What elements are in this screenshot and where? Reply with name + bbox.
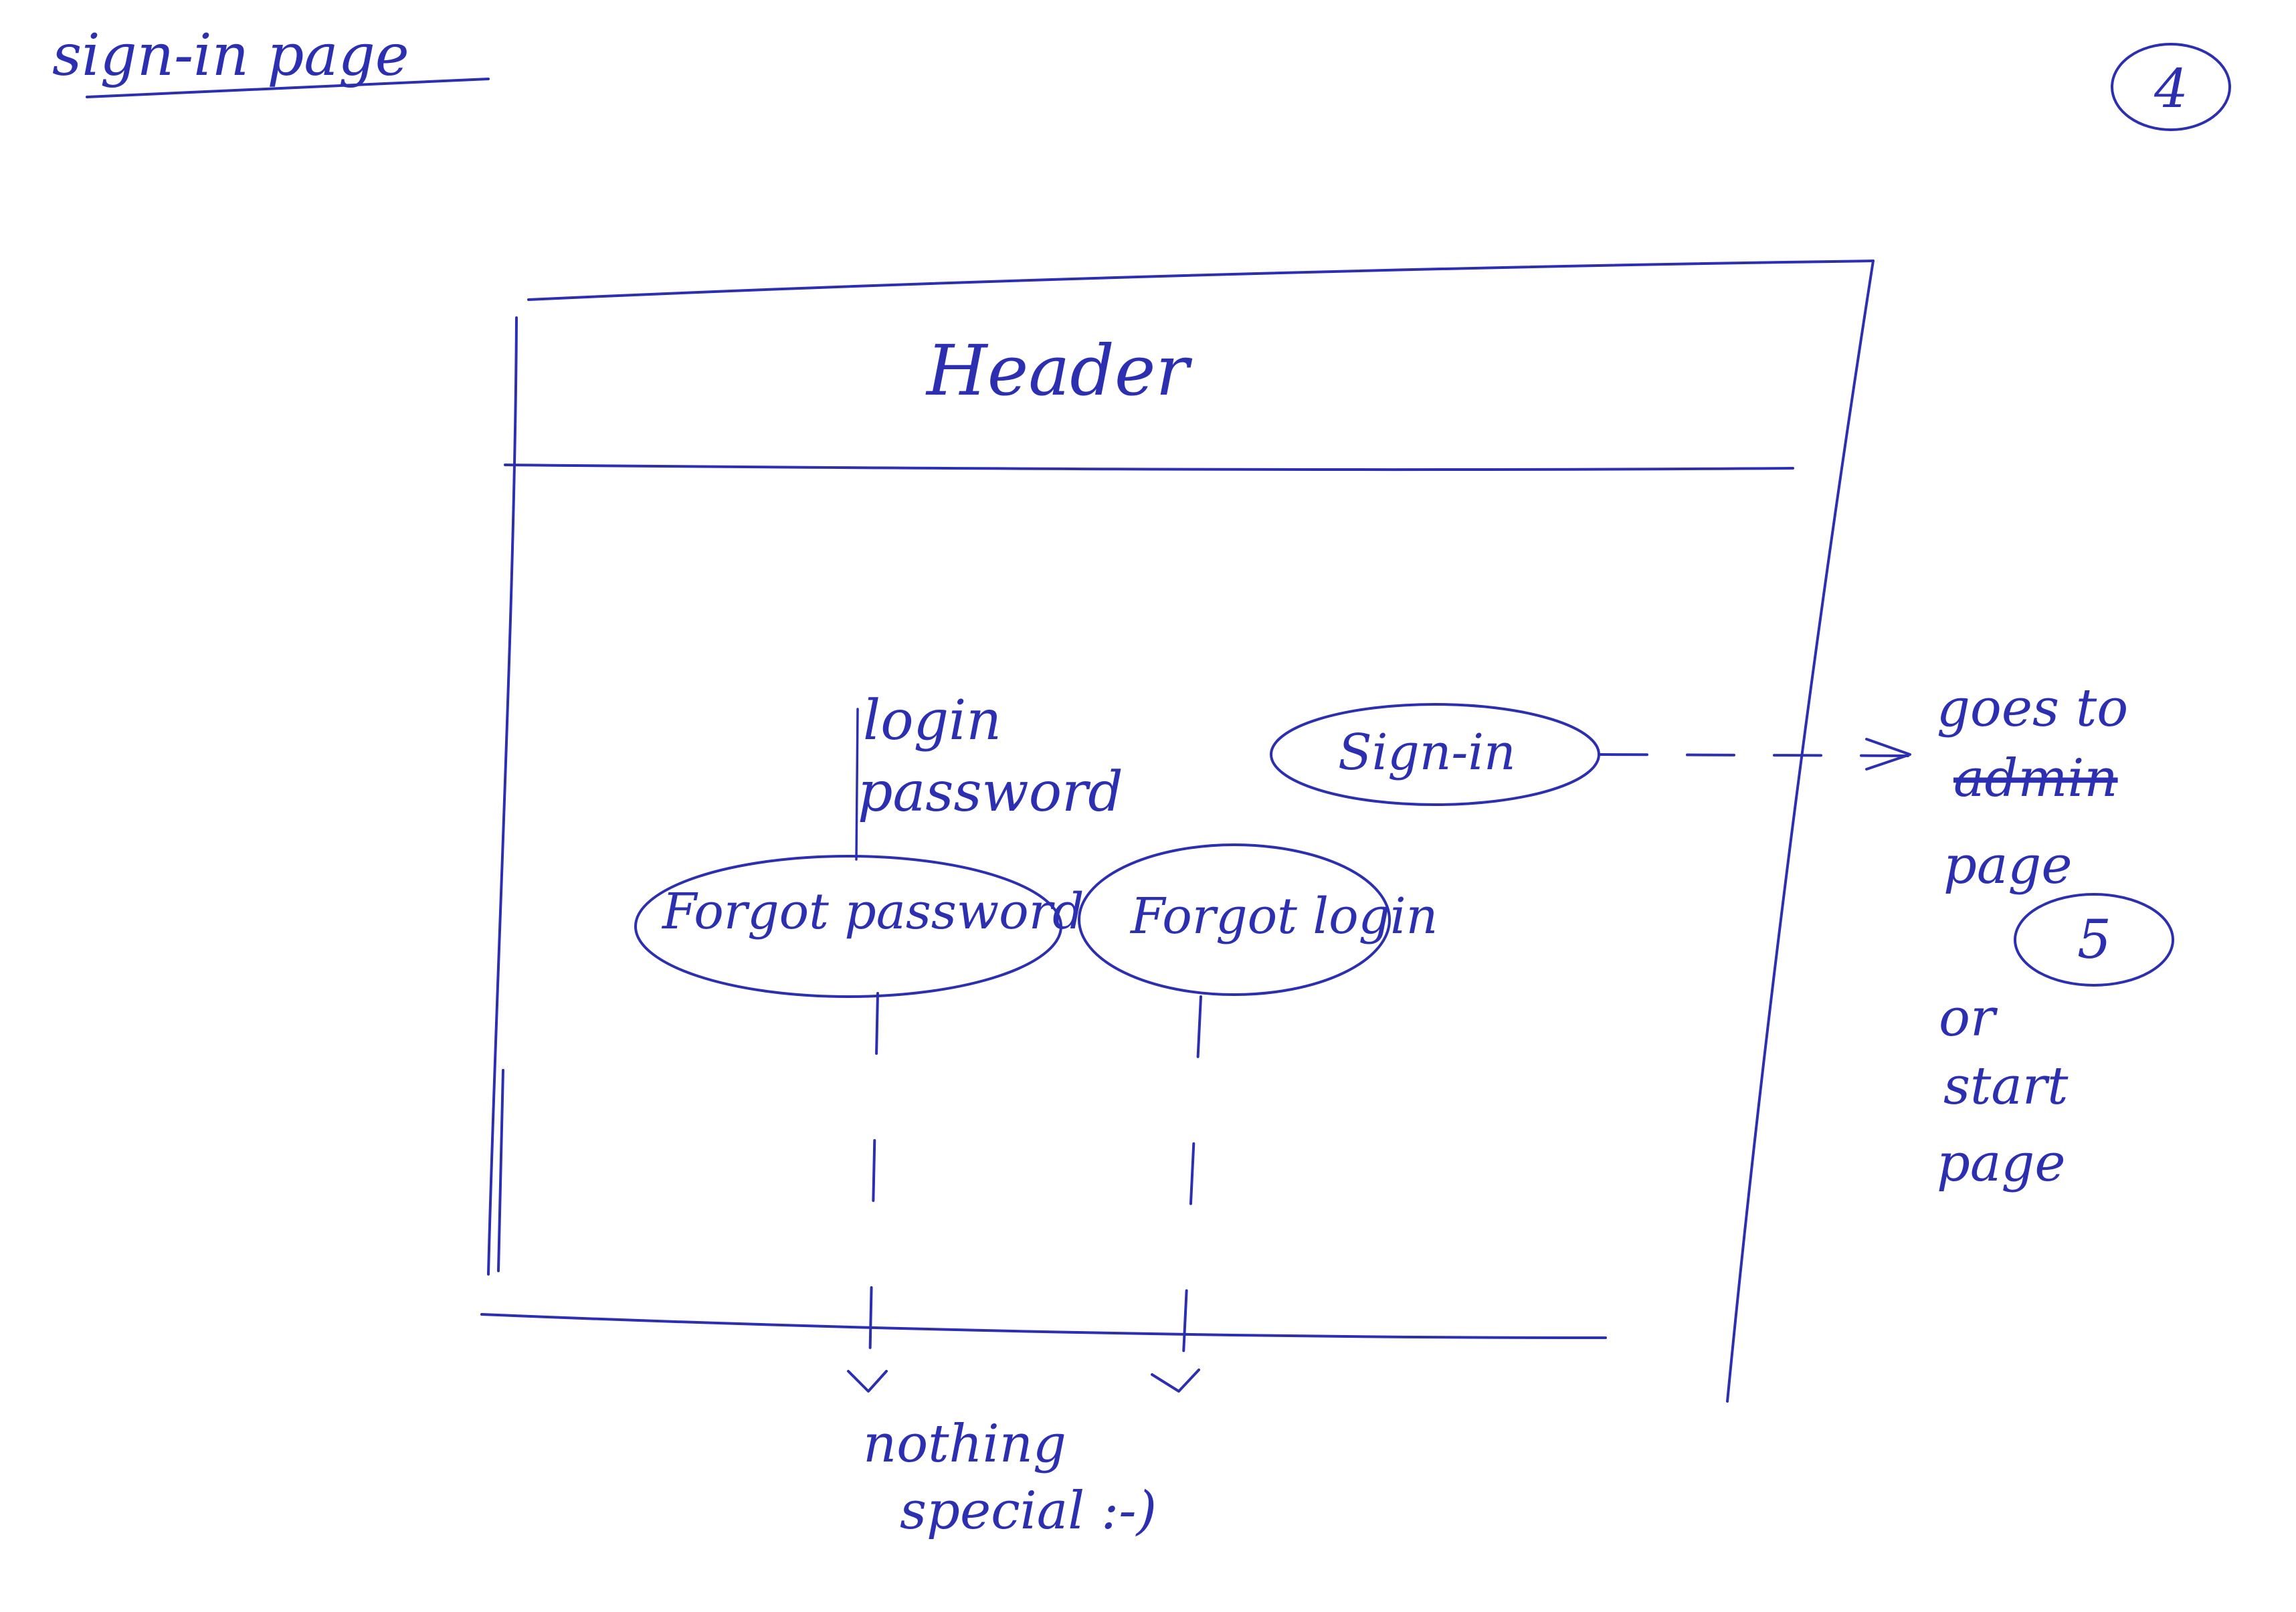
page-number: 4 [2154, 58, 2188, 120]
page-title-underline [86, 78, 490, 98]
sign-in-arrow-line [1599, 753, 1915, 757]
frame-right-edge [1726, 260, 1875, 1403]
goes-to-label: goes to [1937, 678, 2128, 738]
field-guide-line [855, 708, 859, 861]
frame-top-edge [527, 260, 1875, 301]
header-label: Header [925, 330, 1192, 411]
page-label: page [1943, 835, 2073, 896]
forgot-login-arrow-line [1181, 995, 1202, 1369]
forgot-login-arrow-head [1151, 1369, 1200, 1393]
admin-label: admin [1953, 748, 2118, 809]
forgot-password-button-label: Forgot password [661, 883, 1084, 940]
forgot-password-arrow-head [847, 1370, 888, 1393]
page-number-circle [2111, 43, 2231, 131]
admin-page-number: 5 [2077, 908, 2111, 971]
forgot-password-arrow-line [868, 992, 879, 1369]
header-divider [504, 464, 1794, 472]
start-label: start [1943, 1056, 2069, 1116]
forgot-login-button[interactable]: Forgot login [1078, 843, 1438, 996]
wireframe-frame [480, 260, 1875, 1403]
forgot-password-button[interactable]: Forgot password [634, 855, 1084, 998]
sign-in-button[interactable]: Sign-in [1270, 703, 1600, 806]
forgot-login-button-outline [1078, 843, 1391, 996]
start-page-label: page [1937, 1133, 2066, 1193]
admin-page-number-circle [2014, 893, 2174, 987]
password-label: password [858, 761, 1123, 824]
sign-in-arrow-head [1865, 738, 1911, 771]
nothing-label: nothing [863, 1414, 1066, 1474]
login-label: login [863, 689, 1001, 752]
forgot-password-button-outline [634, 855, 1062, 998]
sign-in-button-label: Sign-in [1338, 724, 1516, 781]
page-title: sign-in page [52, 22, 409, 89]
special-label: special :-) [900, 1481, 1157, 1541]
or-label: or [1939, 988, 1998, 1048]
frame-bottom-edge [480, 1313, 1607, 1339]
forgot-login-button-label: Forgot login [1129, 888, 1438, 945]
frame-left-edge-overlap [497, 1069, 504, 1272]
frame-left-edge [487, 316, 518, 1276]
